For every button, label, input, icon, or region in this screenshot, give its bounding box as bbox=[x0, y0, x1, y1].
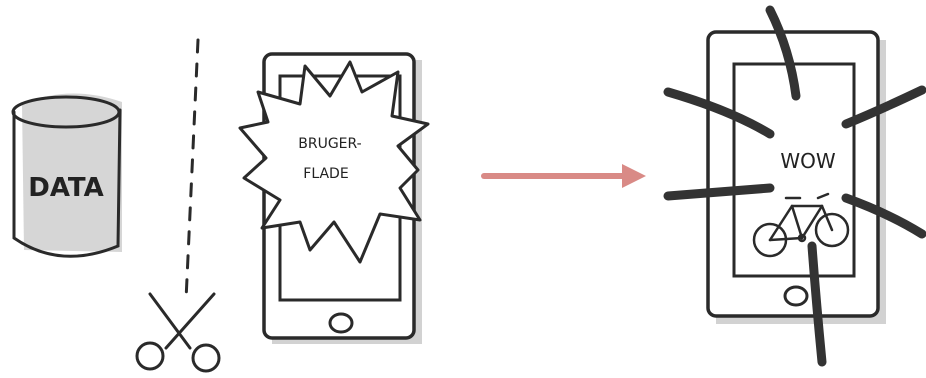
wow-label: WOW bbox=[780, 149, 836, 173]
ui-label-line2: FLADE bbox=[303, 166, 348, 182]
phone-ui: BRUGER- FLADE bbox=[240, 54, 428, 344]
database-label: DATA bbox=[28, 173, 104, 203]
phone-wow: WOW bbox=[668, 10, 922, 362]
database-cylinder-icon: DATA bbox=[13, 93, 122, 256]
cut-line bbox=[186, 40, 198, 300]
arrow-right-icon bbox=[484, 164, 646, 188]
scissors-icon bbox=[137, 294, 219, 371]
ui-label-line1: BRUGER- bbox=[298, 136, 362, 152]
